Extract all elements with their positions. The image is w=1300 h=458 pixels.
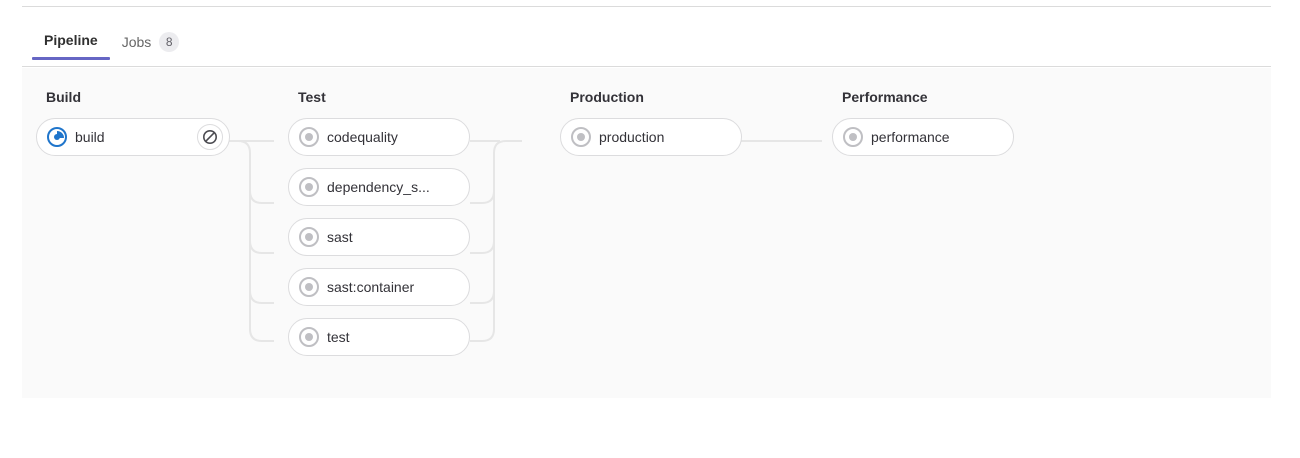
job-production-label: production	[599, 129, 665, 145]
stage-build-jobs: build	[22, 118, 294, 156]
tab-bar: Pipeline Jobs 8	[22, 22, 1271, 67]
status-created-icon	[299, 277, 319, 297]
job-dependency-scanning[interactable]: dependency_s...	[288, 168, 470, 206]
status-created-icon	[843, 127, 863, 147]
job-build-label: build	[75, 129, 105, 145]
stage-production-title: Production	[570, 89, 644, 105]
top-divider	[22, 6, 1271, 7]
status-created-icon	[299, 227, 319, 247]
stage-performance-title: Performance	[842, 89, 928, 105]
stage-performance: Performance performance	[818, 68, 1090, 168]
job-sast-container[interactable]: sast:container	[288, 268, 470, 306]
job-test[interactable]: test	[288, 318, 470, 356]
job-codequality-label: codequality	[327, 129, 398, 145]
stage-test-title: Test	[298, 89, 326, 105]
stage-test: Test codequality dependency_s... sast sa…	[274, 68, 546, 368]
job-sast-label: sast	[327, 229, 353, 245]
job-codequality[interactable]: codequality	[288, 118, 470, 156]
job-dependency-scanning-label: dependency_s...	[327, 179, 430, 195]
stage-production-jobs: production	[546, 118, 818, 156]
job-sast[interactable]: sast	[288, 218, 470, 256]
stage-production: Production production	[546, 68, 818, 168]
tab-pipeline-label: Pipeline	[44, 32, 98, 48]
status-created-icon	[299, 127, 319, 147]
status-running-icon	[47, 127, 67, 147]
pipeline-graph: Build build Test codequality	[22, 68, 1271, 398]
stage-test-jobs: codequality dependency_s... sast sast:co…	[274, 118, 546, 356]
tab-jobs[interactable]: Jobs 8	[110, 22, 192, 64]
job-sast-container-label: sast:container	[327, 279, 415, 295]
job-performance[interactable]: performance	[832, 118, 1014, 156]
tab-jobs-label: Jobs	[121, 34, 152, 50]
status-created-icon	[299, 327, 319, 347]
stage-build: Build build	[22, 68, 294, 168]
stage-build-title: Build	[46, 89, 81, 105]
status-created-icon	[299, 177, 319, 197]
tab-jobs-badge: 8	[159, 32, 180, 52]
job-performance-label: performance	[871, 129, 950, 145]
job-build[interactable]: build	[36, 118, 230, 156]
stage-performance-jobs: performance	[818, 118, 1090, 156]
job-production[interactable]: production	[560, 118, 742, 156]
cancel-icon[interactable]	[197, 124, 223, 150]
job-test-label: test	[327, 329, 350, 345]
status-created-icon	[571, 127, 591, 147]
tab-pipeline[interactable]: Pipeline	[32, 22, 110, 60]
